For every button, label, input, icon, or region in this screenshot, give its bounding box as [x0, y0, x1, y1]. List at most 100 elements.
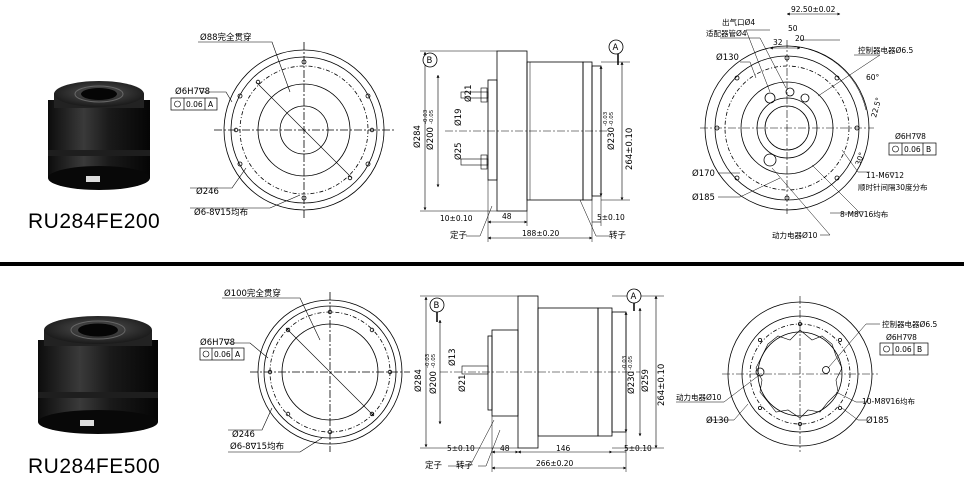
dim-outer-dia: Ø284 — [413, 369, 424, 392]
svg-text:0.06: 0.06 — [186, 100, 203, 109]
pin-hole-label: Ø6H7∇8 — [175, 86, 210, 97]
dim-20: 20 — [795, 34, 805, 43]
through-hole-label: Ø88完全贯穿 — [200, 32, 252, 43]
back-view — [676, 296, 880, 452]
dim-50: 50 — [788, 24, 798, 33]
position-icon — [892, 145, 899, 153]
air-outlet-label: 出气口Ø4 — [722, 17, 755, 27]
controller-wire-label: 控制器电器Ø6.5 — [882, 319, 938, 329]
thread-holes-label: Ø6-8∇15均布 — [194, 207, 248, 218]
svg-text:-0.05: -0.05 — [628, 355, 634, 370]
dim-dia-230: Ø230 — [606, 127, 617, 150]
product-ru284fe500: RU284FE500 Ø100完全贯穿 Ø6H7∇8 0.06 — [28, 288, 938, 478]
power-wire-label: 动力电器Ø10 — [772, 230, 818, 240]
m8-label: 10-M8∇16均布 — [862, 396, 916, 406]
pin-hole-label-b: Ø6H7∇8 — [895, 132, 926, 141]
svg-text:A: A — [208, 100, 214, 109]
svg-text:0.06: 0.06 — [904, 145, 921, 154]
dia-170-label: Ø170 — [692, 168, 715, 179]
datum-a-bubble — [608, 39, 624, 55]
rotor-label: 转子 — [609, 230, 627, 241]
m6-label: 11-M6∇12 — [866, 171, 904, 180]
svg-text:0.06: 0.06 — [895, 345, 912, 354]
m8-label: 8-M8∇16均布 — [840, 209, 889, 219]
position-icon — [174, 100, 181, 108]
section-divider — [0, 262, 964, 266]
dim-dia-25: Ø25 — [453, 142, 464, 160]
bolt-circle-label: Ø246 — [196, 186, 219, 197]
dim-5a: 5±0.10 — [447, 444, 475, 453]
dim-92-5: 92.50±0.02 — [791, 5, 836, 14]
through-hole-label: Ø100完全贯穿 — [224, 288, 281, 299]
dia-185-label: Ø185 — [692, 192, 715, 203]
svg-text:-0.03: -0.03 — [423, 109, 429, 124]
dim-dia-13: Ø13 — [447, 348, 458, 366]
svg-text:A: A — [613, 43, 619, 53]
power-wire-label: 动力电器Ø10 — [676, 392, 722, 402]
svg-text:B: B — [427, 56, 433, 66]
dim-32: 32 — [773, 38, 783, 47]
angle-60: 60° — [866, 73, 880, 82]
motor-photo — [38, 316, 158, 434]
svg-text:-0.03: -0.03 — [603, 111, 609, 126]
angle-30: 30° — [853, 151, 866, 167]
back-view — [700, 12, 881, 236]
front-view — [222, 292, 410, 453]
dim-height: 264±0.10 — [657, 364, 667, 406]
dim-5: 5±0.10 — [597, 213, 625, 222]
svg-text:-0.05: -0.05 — [609, 111, 615, 126]
dim-dia-19: Ø19 — [453, 108, 464, 126]
dia-185-label: Ø185 — [866, 415, 889, 426]
m6-note: 顺时针间隔30度分布 — [858, 182, 928, 192]
rotor-label: 转子 — [456, 460, 474, 471]
side-view — [420, 50, 630, 242]
dim-outer-dia: Ø284 — [412, 125, 423, 148]
stator-label: 定子 — [425, 460, 443, 471]
position-icon — [202, 350, 210, 358]
pin-hole-label: Ø6H7∇8 — [200, 337, 235, 348]
angle-22-5: 22.5° — [869, 96, 883, 118]
controller-wire-label: 控制器电器Ø6.5 — [858, 45, 914, 55]
datum-b-bubble — [429, 297, 445, 313]
tolerance-frame-b: 0.06 B — [888, 142, 937, 156]
svg-text:A: A — [235, 350, 241, 359]
dia-130-label: Ø130 — [706, 415, 729, 426]
dim-height: 264±0.10 — [625, 128, 635, 170]
front-view — [190, 41, 394, 218]
dim-spigot-dia: Ø200 — [425, 127, 436, 150]
svg-text:-0.05: -0.05 — [431, 353, 437, 368]
dim-146: 146 — [556, 444, 571, 453]
svg-text:B: B — [917, 345, 922, 354]
dim-spigot-dia: Ø200 — [428, 371, 439, 394]
dim-5b: 5±0.10 — [624, 444, 652, 453]
dim-dia-21: Ø21 — [457, 374, 468, 392]
svg-text:A: A — [631, 292, 637, 302]
position-icon — [883, 345, 890, 353]
model-name: RU284FE500 — [28, 455, 160, 478]
svg-text:-0.03: -0.03 — [622, 355, 628, 370]
svg-text:-0.05: -0.05 — [429, 109, 435, 124]
thread-holes-label: Ø6-8∇15均布 — [230, 441, 284, 452]
dim-dia-21: Ø21 — [463, 84, 474, 102]
svg-text:B: B — [926, 145, 931, 154]
dim-48: 48 — [500, 444, 510, 453]
dim-266: 266±0.20 — [536, 459, 574, 468]
datum-b-bubble — [422, 52, 438, 68]
dim-10: 10±0.10 — [440, 214, 473, 223]
stator-label: 定子 — [450, 230, 468, 241]
svg-text:-0.03: -0.03 — [425, 353, 431, 368]
dim-48: 48 — [502, 212, 512, 221]
adapter-tube-label: 适配器管Ø4 — [706, 28, 747, 38]
product-ru284fe200: RU284FE200 Ø88完全贯穿 Ø6H7∇8 — [28, 5, 937, 242]
tolerance-frame-b: 0.06 B — [879, 342, 929, 356]
dim-188: 188±0.20 — [522, 229, 560, 238]
dim-dia-230: Ø230 — [626, 371, 637, 394]
svg-text:B: B — [434, 301, 440, 311]
tolerance-frame: 0.06 A — [199, 347, 245, 361]
svg-text:0.06: 0.06 — [214, 350, 231, 359]
model-name: RU284FE200 — [28, 210, 160, 233]
tolerance-frame: 0.06 A — [170, 97, 218, 111]
bolt-circle-label: Ø246 — [232, 429, 255, 440]
datum-a-bubble — [626, 288, 642, 304]
